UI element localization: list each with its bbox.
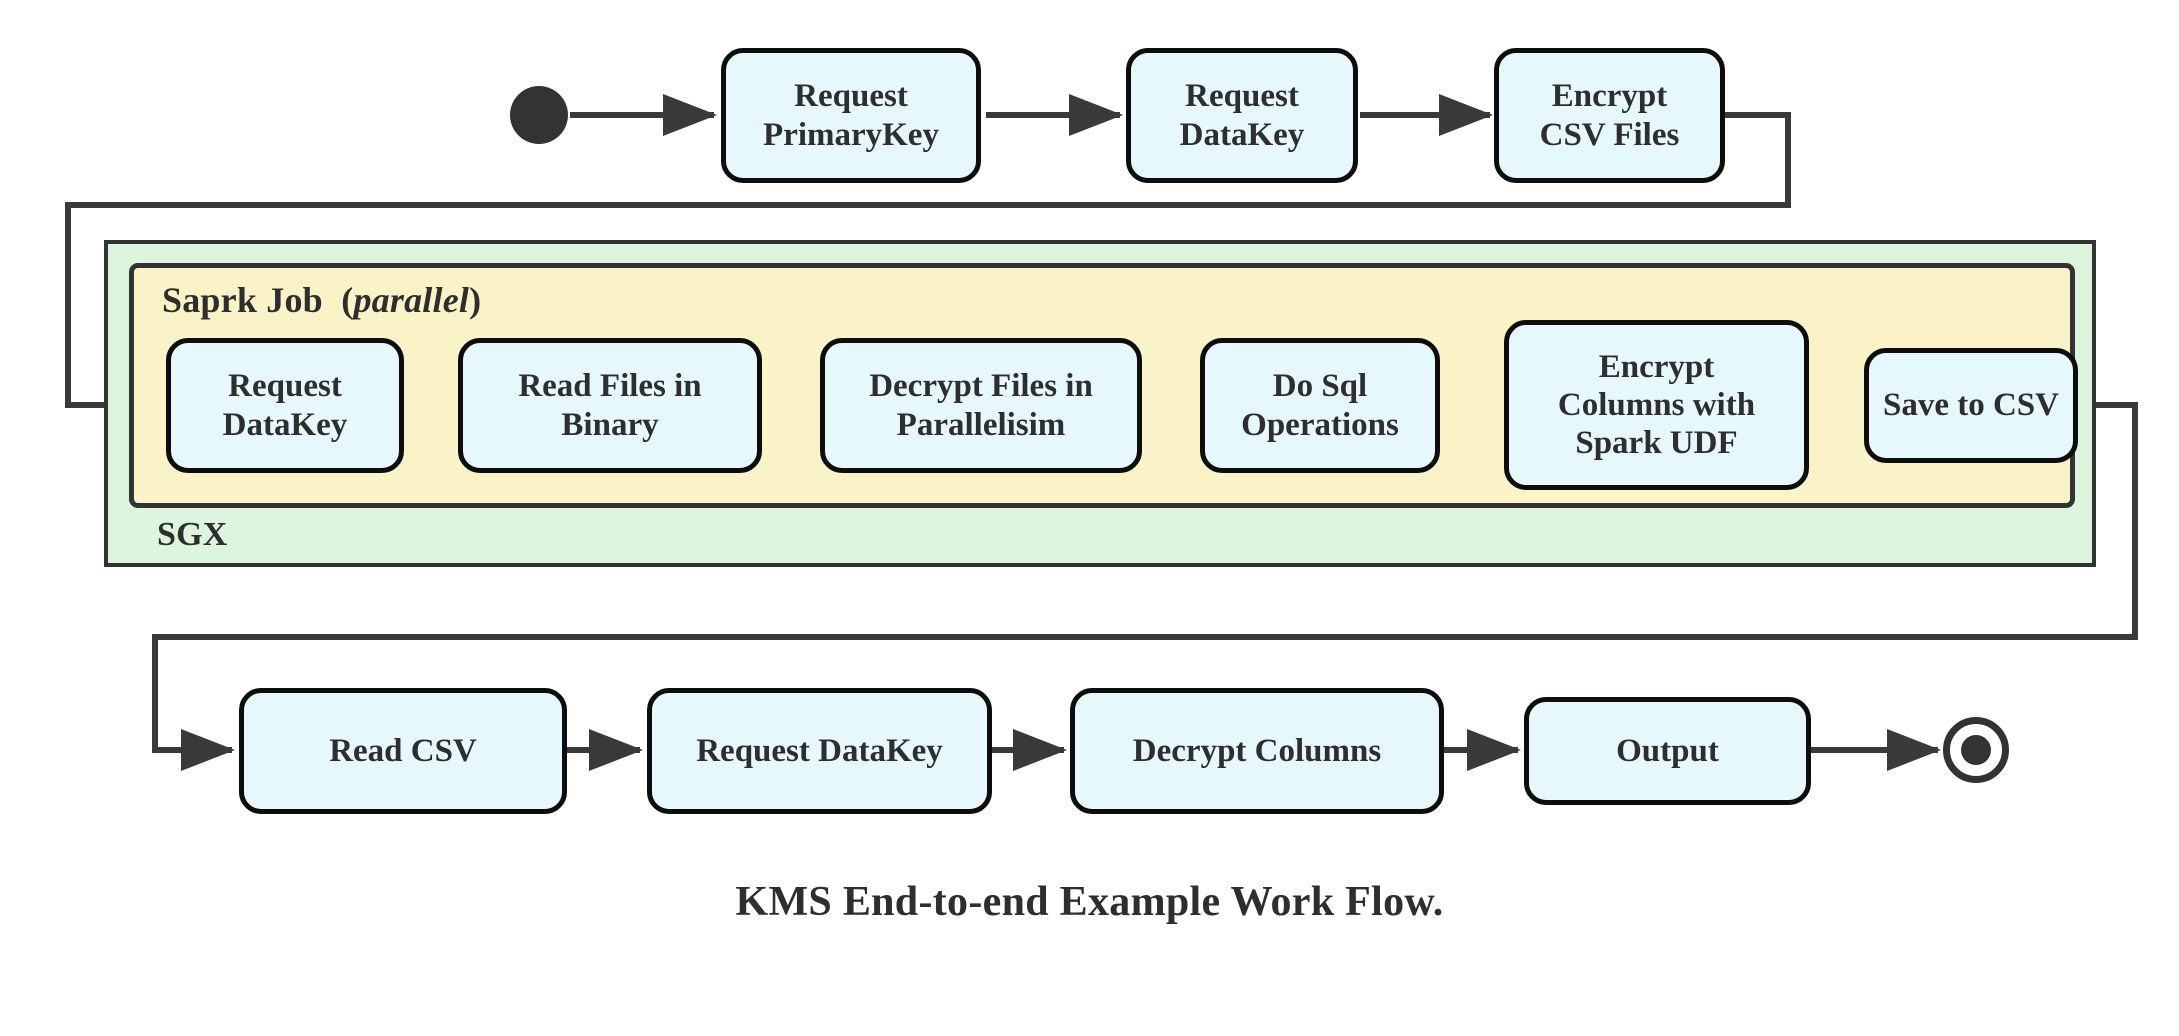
node-line-1: Decrypt Columns xyxy=(1132,732,1382,769)
figure-caption: KMS End-to-end Example Work Flow. xyxy=(735,879,1444,925)
node-save-to-csv[interactable]: Save to CSV xyxy=(1864,348,2078,463)
node-line-2: Operations xyxy=(1241,406,1399,443)
node-line-2: Columns with xyxy=(1557,386,1756,423)
node-line-1: Request xyxy=(228,368,342,405)
node-request-datakey-bottom[interactable]: Request DataKey xyxy=(647,688,992,814)
node-line-1: Output xyxy=(1616,732,1719,769)
node-output[interactable]: Output xyxy=(1524,697,1811,805)
node-do-sql-operations[interactable]: Do Sql Operations xyxy=(1200,338,1440,473)
node-line-2: Binary xyxy=(561,406,659,443)
node-line-1: Save to CSV xyxy=(1882,387,2059,424)
spark-job-qualifier: parallel xyxy=(353,280,470,320)
end-node-inner-dot xyxy=(1961,735,1991,765)
node-encrypt-columns-with-spark-udf[interactable]: Encrypt Columns with Spark UDF xyxy=(1504,320,1809,490)
node-line-2: DataKey xyxy=(222,406,348,443)
node-line-2: DataKey xyxy=(1179,116,1305,153)
node-line-1: Decrypt Files in xyxy=(869,368,1093,405)
node-line-1: Do Sql xyxy=(1272,368,1368,405)
spark-job-label: Saprk Job (parallel) xyxy=(162,279,481,321)
node-line-1: Encrypt xyxy=(1551,78,1668,115)
spark-job-paren-open: ( xyxy=(341,280,354,320)
node-line-1: Request xyxy=(1185,78,1299,115)
node-line-1: Request DataKey xyxy=(696,732,943,769)
node-read-csv[interactable]: Read CSV xyxy=(239,688,567,814)
spark-job-paren-close: ) xyxy=(469,280,482,320)
node-line-1: Request xyxy=(794,78,908,115)
end-node-icon xyxy=(1943,717,2009,783)
node-read-files-in-binary[interactable]: Read Files in Binary xyxy=(458,338,762,473)
sgx-label: SGX xyxy=(157,516,228,553)
node-line-3: Spark UDF xyxy=(1575,425,1738,462)
start-node-icon xyxy=(510,86,568,144)
node-request-primarykey[interactable]: Request PrimaryKey xyxy=(721,48,981,183)
node-line-2: Parallelisim xyxy=(896,406,1066,443)
node-line-1: Read CSV xyxy=(329,732,477,769)
node-request-datakey-top[interactable]: Request DataKey xyxy=(1126,48,1358,183)
node-encrypt-csv-files[interactable]: Encrypt CSV Files xyxy=(1494,48,1725,183)
node-request-datakey-spark[interactable]: Request DataKey xyxy=(166,338,404,473)
spark-job-label-text: Saprk Job xyxy=(162,280,323,320)
node-line-1: Read Files in xyxy=(518,368,702,405)
node-decrypt-files-in-parallelisim[interactable]: Decrypt Files in Parallelisim xyxy=(820,338,1142,473)
node-decrypt-columns[interactable]: Decrypt Columns xyxy=(1070,688,1444,814)
node-line-1: Encrypt xyxy=(1598,348,1715,385)
node-line-2: PrimaryKey xyxy=(763,116,939,153)
node-line-2: CSV Files xyxy=(1539,116,1680,153)
